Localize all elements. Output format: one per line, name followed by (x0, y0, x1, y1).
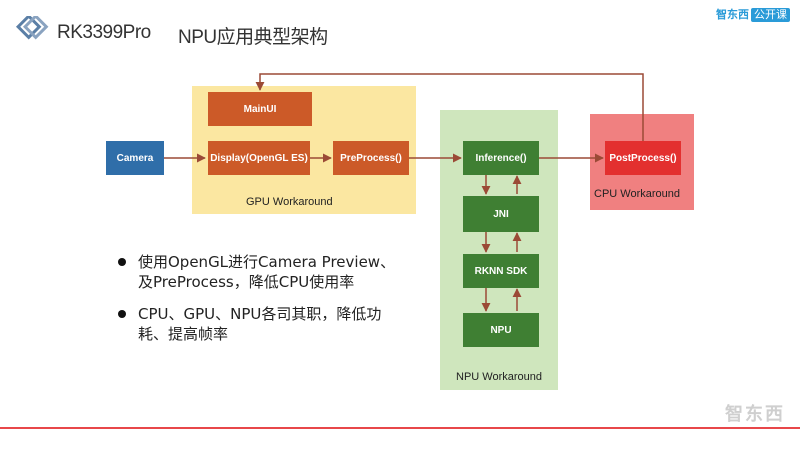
bullet-item: 使用OpenGL进行Camera Preview、及PreProcess，降低C… (118, 252, 408, 292)
gpu-zone-label: GPU Workaround (246, 196, 333, 208)
logo-text: RK3399Pro (57, 22, 151, 43)
footer-line (0, 427, 800, 429)
watermark: 智东西 (725, 404, 785, 424)
jni-node: JNI (463, 196, 539, 232)
cpu-zone-label: CPU Workaround (594, 188, 680, 200)
arrow-postprocess-mainui (255, 73, 644, 141)
mainui-node: MainUI (208, 92, 312, 126)
brand-name: 智东西 (716, 9, 749, 21)
brand-logo: 智东西公开课 (716, 6, 790, 22)
npu-zone-label: NPU Workaround (456, 371, 542, 383)
display-node: Display(OpenGL ES) (208, 141, 310, 175)
postprocess-node: PostProcess() (605, 141, 681, 175)
brand-tag: 公开课 (751, 8, 790, 22)
logo-icon (12, 14, 50, 51)
bullet-item: CPU、GPU、NPU各司其职，降低功耗、提高帧率 (118, 304, 408, 344)
npu-node: NPU (463, 313, 539, 347)
inference-node: Inference() (463, 141, 539, 175)
bullet-list: 使用OpenGL进行Camera Preview、及PreProcess，降低C… (118, 252, 408, 356)
rknn-sdk-node: RKNN SDK (463, 254, 539, 288)
slide-title: NPU应用典型架构 (178, 27, 328, 48)
camera-node: Camera (106, 141, 164, 175)
preprocess-node: PreProcess() (333, 141, 409, 175)
